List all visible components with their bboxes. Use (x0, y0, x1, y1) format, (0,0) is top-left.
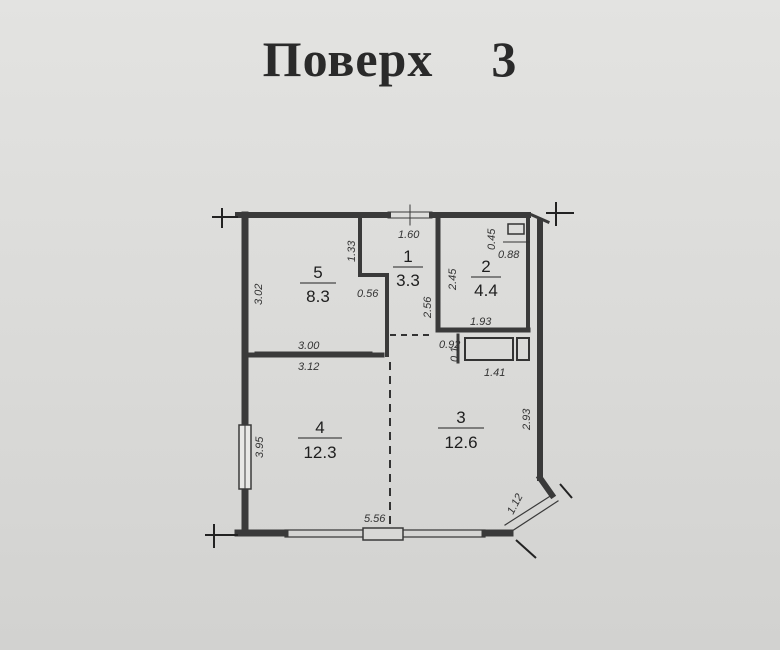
dim-2-56: 2.56 (422, 296, 434, 319)
dim-1-12: 1.12 (505, 492, 526, 517)
title-floor-number: 3 (491, 31, 518, 87)
room-4-number: 4 (315, 418, 324, 437)
shaft-block-small (516, 337, 530, 361)
room-5-number: 5 (313, 263, 322, 282)
axis-markers (205, 202, 574, 559)
dim-1-33: 1.33 (346, 240, 358, 262)
corner-upper (535, 473, 557, 500)
axis-tick-r (559, 483, 573, 499)
dim-1-60: 1.60 (398, 229, 420, 241)
title-word: Поверх (262, 31, 434, 87)
room-1-area: 3.3 (396, 271, 420, 290)
page-title: Поверх 3 (0, 30, 780, 100)
room-5-area: 8.3 (306, 287, 330, 306)
dim-0-56: 0.56 (357, 288, 379, 300)
room-3-area: 12.6 (444, 433, 477, 452)
interior-walls (245, 213, 531, 525)
dim-1-41: 1.41 (484, 367, 505, 379)
room-2-number: 2 (481, 257, 490, 276)
dim-5-56: 5.56 (364, 513, 386, 525)
shaft-block (464, 337, 514, 361)
axis-tick-b (515, 539, 537, 559)
dim-3-00: 3.00 (298, 340, 320, 352)
dim-2-45: 2.45 (447, 268, 459, 291)
corner-window-2 (511, 500, 559, 532)
dim-3-95: 3.95 (254, 436, 266, 458)
room-labels: 5 8.3 1 3.3 2 4.4 4 12.3 3 12.6 (298, 247, 501, 462)
dim-2-93: 2.93 (521, 408, 533, 431)
dim-3-12: 3.12 (298, 361, 319, 373)
corner-window-1 (504, 494, 553, 526)
bottom-pier (362, 527, 404, 541)
dim-0-92: 0.92 (439, 339, 460, 351)
dim-0-88: 0.88 (498, 249, 520, 261)
room-2-area: 4.4 (474, 281, 498, 300)
wall-room5-room1 (358, 216, 389, 357)
dim-0-1: 0.1 (449, 347, 461, 362)
dimension-labels: 1.60 1.33 3.02 0.56 2.56 2.45 0.45 0.88 … (253, 228, 533, 525)
room-4-area: 12.3 (303, 443, 336, 462)
wall-right-top (530, 213, 550, 224)
room2-vent (507, 223, 525, 235)
dim-3-02: 3.02 (253, 284, 265, 305)
dim-1-93: 1.93 (470, 316, 492, 328)
room-1-number: 1 (403, 247, 412, 266)
dim-0-45: 0.45 (486, 228, 498, 250)
outer-walls (234, 204, 559, 541)
room-3-number: 3 (456, 408, 465, 427)
